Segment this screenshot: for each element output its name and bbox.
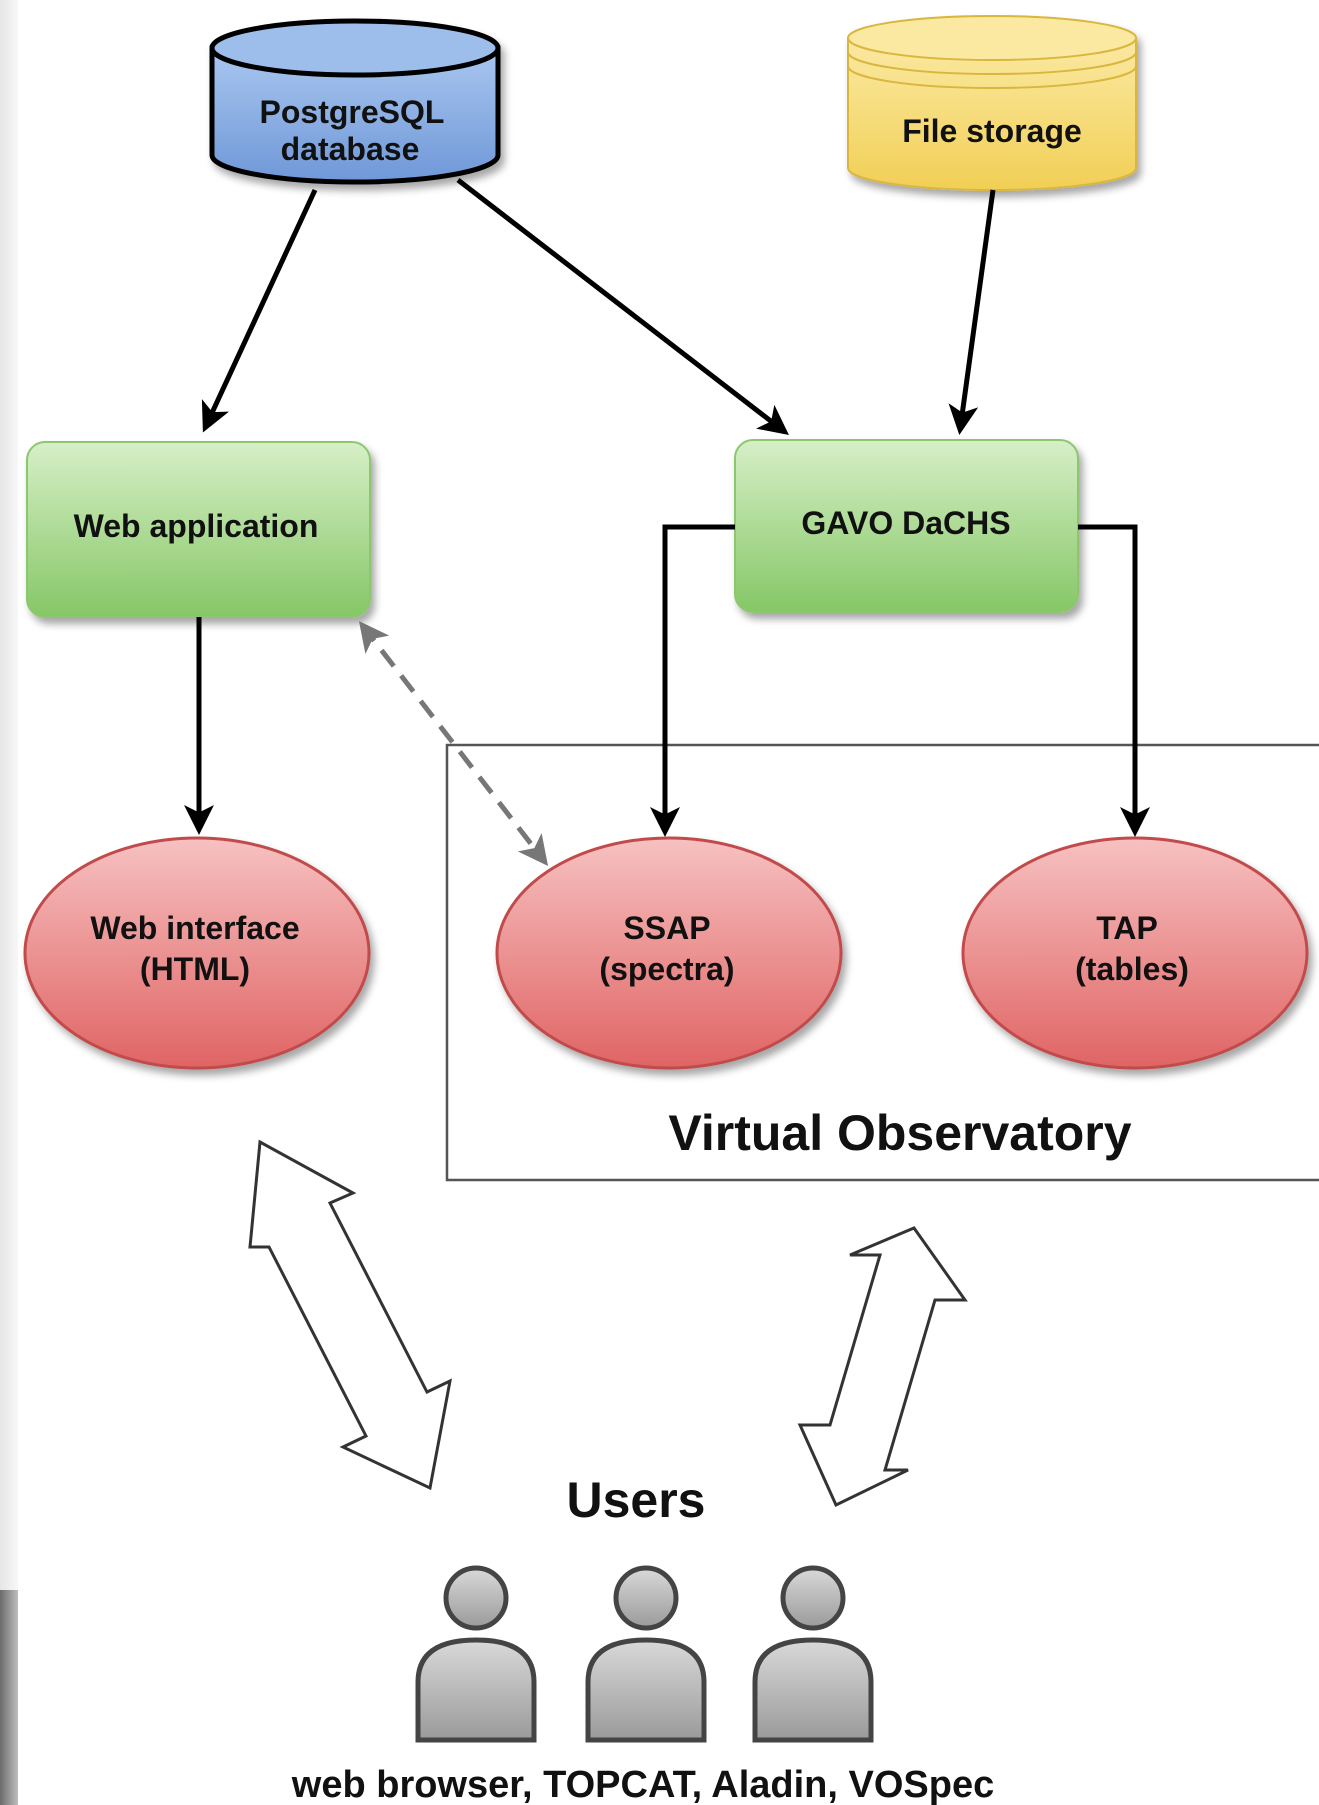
web-interface-label-line2: (HTML) xyxy=(140,951,250,987)
user-icon xyxy=(585,1565,707,1743)
web-interface-node xyxy=(23,836,371,1070)
users-title: Users xyxy=(567,1472,706,1528)
edge-webapp-ssap-dashed xyxy=(358,621,549,866)
hollow-arrow-webinterface-users xyxy=(248,1139,453,1491)
gavo-dachs-label: GAVO DaCHS xyxy=(801,505,1010,541)
postgresql-label-line1: PostgreSQL xyxy=(260,94,445,130)
user-icon xyxy=(415,1565,537,1743)
edge-postgres-to-webapp xyxy=(201,188,318,433)
edge-postgres-to-gavo xyxy=(456,178,789,436)
hollow-arrow-vo-users xyxy=(797,1226,968,1508)
left-edge-strip-dark xyxy=(0,1590,18,1805)
clients-caption: web browser, TOPCAT, Aladin, VOSpec xyxy=(291,1764,994,1805)
tap-node xyxy=(961,836,1309,1070)
web-application-label: Web application xyxy=(74,508,319,544)
postgresql-database-node xyxy=(209,18,501,185)
ssap-label-line1: SSAP xyxy=(623,910,710,946)
file-storage-label: File storage xyxy=(902,113,1082,149)
edge-gavo-to-ssap xyxy=(650,524,735,837)
postgresql-label-line2: database xyxy=(281,131,420,167)
user-icon xyxy=(752,1565,874,1743)
edge-gavo-to-tap xyxy=(1078,524,1150,837)
web-interface-label-line1: Web interface xyxy=(90,910,299,946)
edge-filestorage-to-gavo xyxy=(948,189,996,435)
tap-label-line1: TAP xyxy=(1096,910,1158,946)
left-edge-strip xyxy=(0,0,18,1590)
file-storage-node xyxy=(847,15,1137,191)
ssap-label-line2: (spectra) xyxy=(599,951,734,987)
tap-label-line2: (tables) xyxy=(1075,951,1189,987)
ssap-node xyxy=(495,836,843,1070)
virtual-observatory-group: Virtual Observatory xyxy=(445,743,1319,1182)
virtual-observatory-label: Virtual Observatory xyxy=(668,1105,1131,1161)
